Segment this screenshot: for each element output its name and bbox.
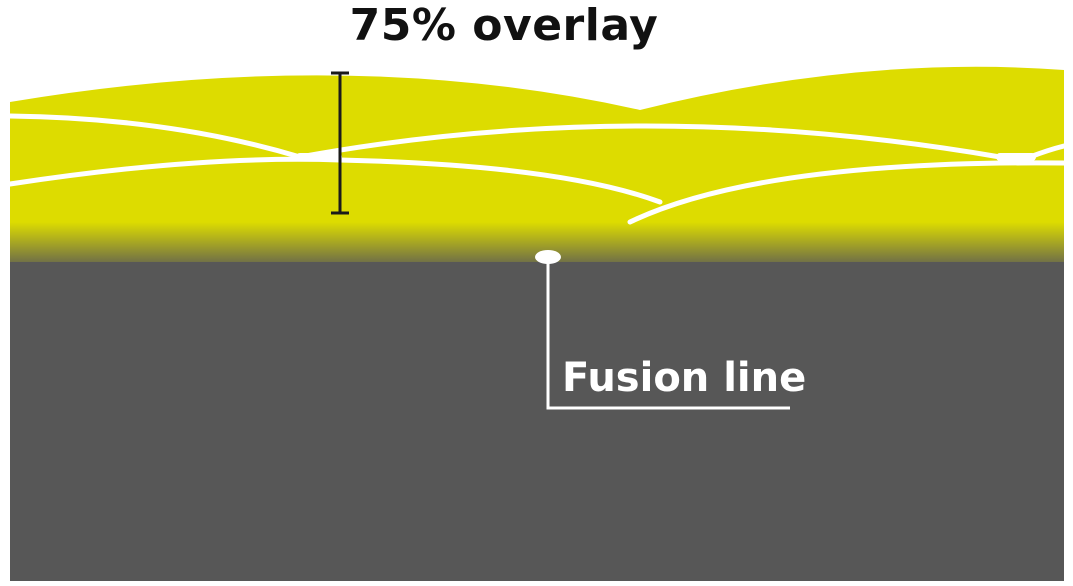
fusion-leader-line: [546, 263, 790, 410]
base-metal: [10, 250, 1064, 581]
diagram-title: 75% overlay: [349, 0, 659, 51]
seam-line: [627, 160, 1067, 225]
fusion-point-icon: [535, 250, 561, 264]
seam-line: [7, 113, 303, 160]
seam-line: [297, 123, 1003, 160]
weld-bead-region: [10, 66, 1064, 262]
fusion-line-label: Fusion line: [562, 355, 807, 401]
overlay-dimension-icon: [331, 71, 349, 215]
fusion-gradient: [10, 222, 1064, 272]
